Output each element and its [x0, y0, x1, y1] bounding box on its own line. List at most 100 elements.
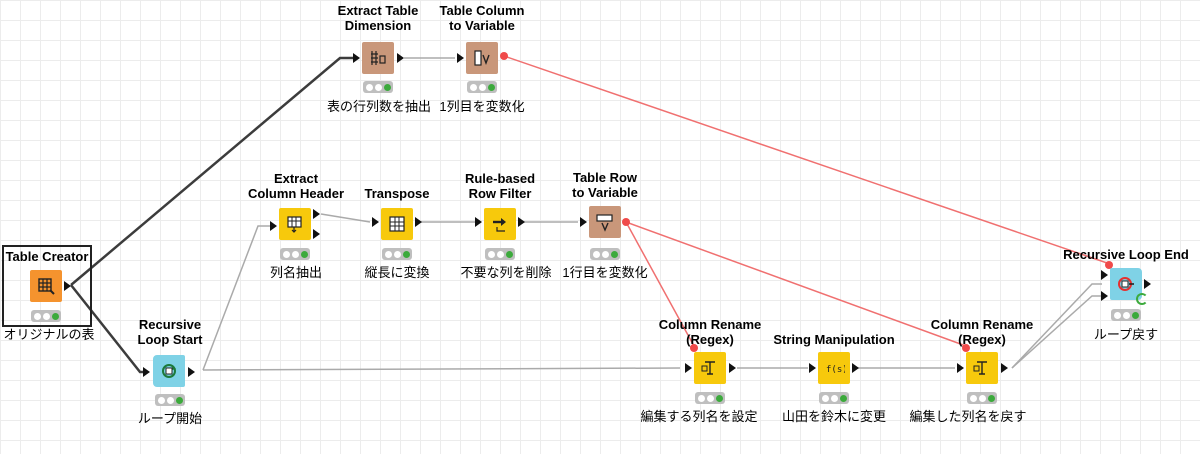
- var-edge-row-var-to-rename-2[interactable]: [625, 221, 967, 347]
- out-port[interactable]: [415, 217, 422, 227]
- table-dimension-icon: [371, 51, 386, 65]
- node-title-line1: Table Column: [439, 3, 525, 18]
- recursive-loop-start-node[interactable]: [153, 355, 185, 387]
- variable-out-port[interactable]: [500, 52, 508, 60]
- out-port-2[interactable]: [313, 229, 320, 239]
- table-grid-icon: [38, 278, 55, 295]
- column-header-icon: [287, 216, 302, 233]
- selection-frame: [2, 245, 92, 327]
- variable-in-port[interactable]: [962, 344, 970, 352]
- column-rename-icon: [701, 361, 715, 375]
- row-filter-arrow-icon: [493, 218, 506, 232]
- out-port[interactable]: [188, 367, 195, 377]
- node-title-line1: Column Rename: [930, 317, 1034, 332]
- node-title: String Manipulation: [773, 332, 895, 347]
- node-label: 山田を鈴木に変更: [781, 409, 886, 424]
- edge-rename-2-to-loop-end-b[interactable]: [1011, 295, 1102, 369]
- node-title-line2: Column Header: [247, 186, 345, 201]
- node-label: 不要な列を削除: [460, 265, 552, 280]
- node-title-line2: Dimension: [344, 18, 412, 33]
- node-label: 表の行列数を抽出: [326, 99, 431, 114]
- column-to-variable-icon: [474, 50, 490, 66]
- variable-in-port[interactable]: [1105, 261, 1113, 269]
- node-label: 列名抽出: [269, 265, 322, 280]
- status-light: [1111, 309, 1141, 321]
- rule-based-row-filter-node[interactable]: [484, 208, 516, 240]
- in-port[interactable]: [580, 217, 587, 227]
- node-label: ループ戻す: [1093, 327, 1159, 342]
- loop-end-icon: [1118, 277, 1134, 291]
- out-port-1[interactable]: [313, 209, 320, 219]
- extract-table-dimension-node[interactable]: [362, 42, 394, 74]
- in-port[interactable]: [957, 363, 964, 373]
- in-port[interactable]: [475, 217, 482, 227]
- edge-creator-to-extract-dimension[interactable]: [70, 56, 355, 286]
- node-title-line2: Row Filter: [468, 186, 532, 201]
- out-port[interactable]: [852, 363, 859, 373]
- var-edge-column-var-to-loop-end[interactable]: [503, 55, 1111, 265]
- status-light: [695, 392, 725, 404]
- edge-loop-start-to-extract-header[interactable]: [202, 225, 270, 371]
- node-label: 1列目を変数化: [439, 99, 525, 114]
- status-light: [31, 310, 61, 322]
- out-port[interactable]: [1144, 279, 1151, 289]
- var-edge-row-var-to-rename-1[interactable]: [625, 221, 695, 347]
- node-title-line2: (Regex): [686, 332, 734, 347]
- in-port[interactable]: [457, 53, 464, 63]
- node-title-line2: to Variable: [572, 185, 638, 200]
- variable-out-port[interactable]: [622, 218, 630, 226]
- node-title-line1: Rule-based: [464, 171, 536, 186]
- out-port[interactable]: [729, 363, 736, 373]
- table-column-to-variable-node[interactable]: [466, 42, 498, 74]
- node-label: 編集した列名を戻す: [909, 409, 1027, 424]
- node-label: 1行目を変数化: [562, 265, 648, 280]
- variable-in-port[interactable]: [690, 344, 698, 352]
- in-port-2[interactable]: [1101, 291, 1108, 301]
- node-title-line1: Extract Table: [337, 3, 419, 18]
- string-manipulation-node[interactable]: f(s): [818, 352, 850, 384]
- in-port[interactable]: [809, 363, 816, 373]
- status-light: [590, 248, 620, 260]
- table-row-to-variable-node[interactable]: [589, 206, 621, 238]
- edge-loop-start-to-rename-1[interactable]: [202, 367, 681, 371]
- node-label: 編集する列名を設定: [640, 409, 758, 424]
- status-light: [967, 392, 997, 404]
- node-title-line2: to Variable: [449, 18, 515, 33]
- out-port[interactable]: [1001, 363, 1008, 373]
- out-port[interactable]: [397, 53, 404, 63]
- table-creator-node[interactable]: [30, 270, 62, 302]
- status-light: [819, 392, 849, 404]
- status-light: [485, 248, 515, 260]
- row-to-variable-icon: [596, 214, 613, 232]
- in-port-1[interactable]: [1101, 270, 1108, 280]
- status-light: [382, 248, 412, 260]
- loop-refresh-icon: [1136, 293, 1148, 305]
- in-port[interactable]: [270, 221, 277, 231]
- node-title: Transpose: [364, 186, 430, 201]
- string-manipulation-icon: f(s): [826, 365, 845, 375]
- in-port[interactable]: [143, 367, 150, 377]
- node-label: オリジナルの表: [3, 327, 95, 342]
- node-title-line2: Loop Start: [137, 332, 203, 347]
- transpose-grid-icon: [389, 216, 405, 232]
- node-label: ループ開始: [137, 411, 203, 426]
- in-port[interactable]: [685, 363, 692, 373]
- column-rename-regex-node[interactable]: [966, 352, 998, 384]
- column-rename-regex-node[interactable]: [694, 352, 726, 384]
- out-port[interactable]: [518, 217, 525, 227]
- node-title-line1: Column Rename: [658, 317, 762, 332]
- in-port[interactable]: [372, 217, 379, 227]
- svg-text:f(s): f(s): [826, 365, 845, 375]
- in-port[interactable]: [353, 53, 360, 63]
- status-light: [280, 248, 310, 260]
- edge-rename-2-to-loop-end-a[interactable]: [1011, 283, 1102, 369]
- edge-header-to-transpose[interactable]: [320, 213, 371, 223]
- node-title-line1: Table Row: [572, 170, 638, 185]
- out-port[interactable]: [64, 281, 71, 291]
- extract-column-header-node[interactable]: [279, 208, 311, 240]
- node-title-line2: (Regex): [958, 332, 1006, 347]
- transpose-node[interactable]: [381, 208, 413, 240]
- loop-start-icon: [162, 364, 176, 378]
